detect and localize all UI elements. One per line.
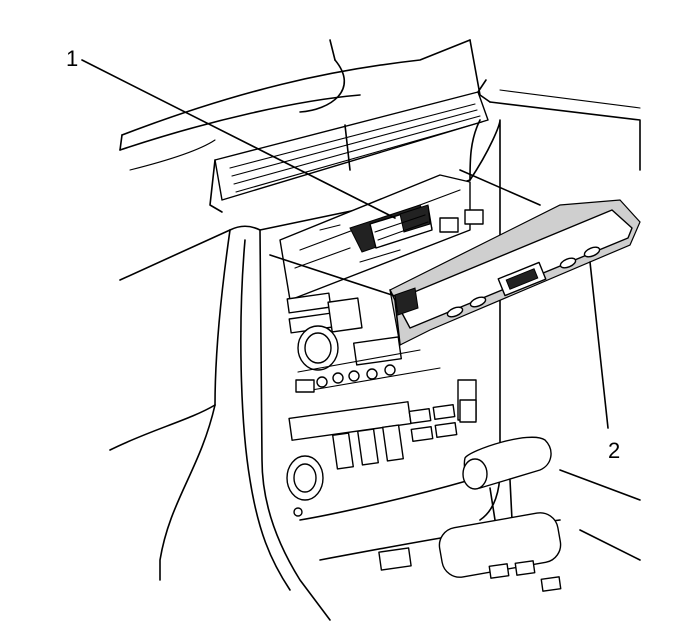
callout-2-leader-left	[269, 254, 396, 297]
radio-opening	[279, 174, 484, 301]
callout-2-leader	[589, 261, 609, 429]
dashboard-left-panel	[109, 229, 231, 581]
climate-controls	[286, 292, 477, 517]
console-shifter	[299, 436, 641, 592]
callout-1-leader	[81, 59, 396, 219]
air-vent	[209, 39, 489, 213]
callout-label-1: 1	[66, 46, 78, 71]
trim-panel-unit	[389, 199, 641, 346]
callout-leaders	[81, 59, 609, 429]
callout-2-leader-top	[459, 169, 541, 206]
callout-label-2: 2	[608, 438, 620, 463]
